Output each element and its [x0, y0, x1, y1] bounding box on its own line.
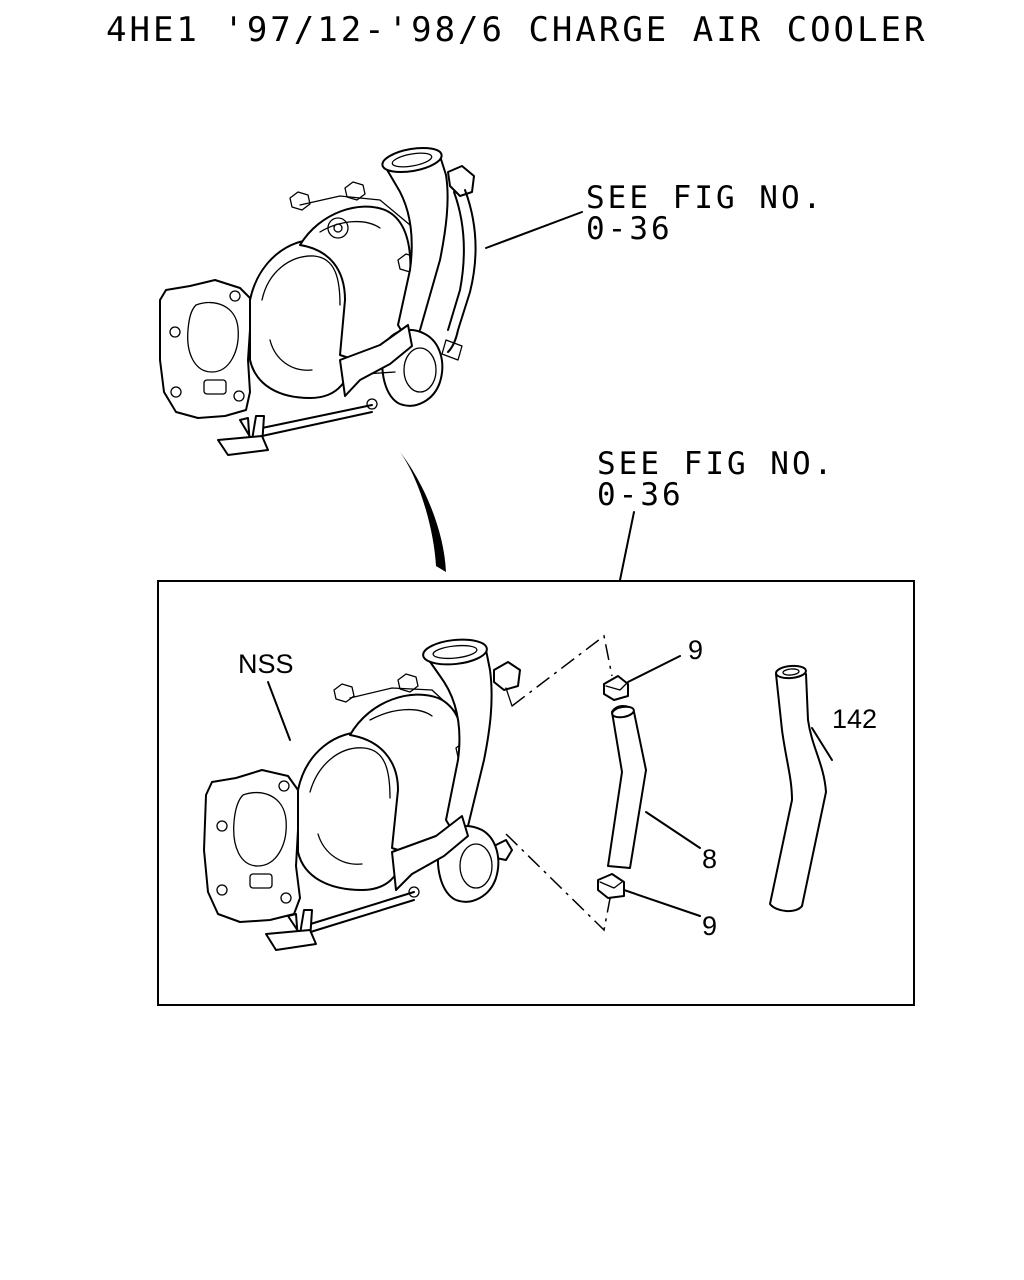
label-clamp-lower: 9: [702, 911, 717, 941]
ref-upper-line2: 0-36: [586, 211, 673, 247]
connection-line-upper: [511, 634, 613, 707]
hose-clamp-lower: [597, 873, 625, 899]
connection-line-lower: [505, 833, 613, 932]
leader-hose-long: [811, 727, 833, 761]
hose-clamp-upper: [603, 675, 629, 701]
label-hose-long: 142: [832, 704, 877, 734]
turbocharger-lower: [203, 638, 521, 951]
ref-lower-line2: 0-36: [597, 477, 684, 513]
label-clamp-upper: 9: [688, 635, 703, 665]
leader-line-lower-ref: [619, 511, 635, 581]
ref-lower-line1: SEE FIG NO.: [597, 446, 835, 482]
leader-nss: [267, 681, 291, 741]
leader-line-upper-ref: [485, 211, 583, 249]
detail-frame: [157, 580, 915, 1006]
leader-clamp-lower: [623, 889, 701, 917]
turbocharger-upper: [159, 146, 477, 456]
label-hose-short: 8: [702, 844, 717, 874]
hose-short: [607, 705, 647, 869]
hose-long: [769, 664, 827, 912]
leader-hose-short: [645, 811, 701, 849]
label-nss: NSS: [238, 649, 294, 679]
diagram-title: 4HE1 '97/12-'98/6 CHARGE AIR COOLER: [106, 10, 927, 50]
leader-clamp-upper: [627, 655, 681, 683]
transition-arrow: [400, 452, 446, 572]
ref-upper-line1: SEE FIG NO.: [586, 180, 824, 216]
